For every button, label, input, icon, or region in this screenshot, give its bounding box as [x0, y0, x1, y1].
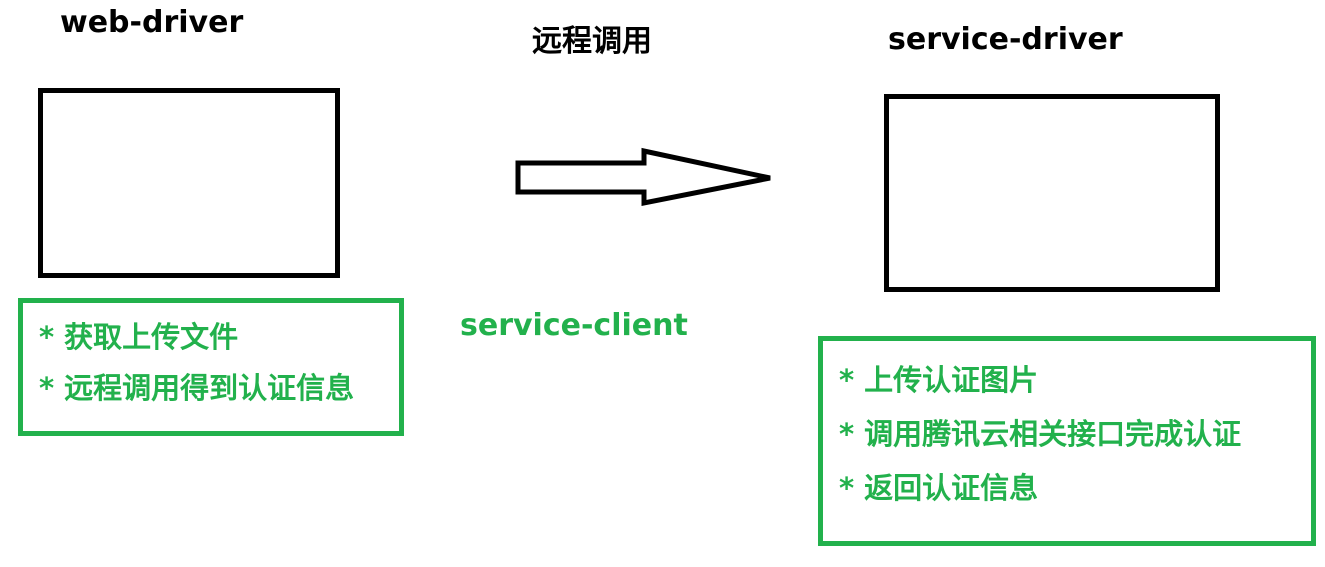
- web-driver-title: web-driver: [60, 5, 244, 40]
- note-text: 返回认证信息: [864, 471, 1039, 505]
- bullet-star: *: [39, 320, 55, 354]
- web-driver-box: [38, 88, 340, 278]
- service-driver-note-item: * 返回认证信息: [839, 474, 1241, 503]
- service-driver-note-item: * 上传认证图片: [839, 366, 1241, 395]
- web-driver-note-item: * 获取上传文件: [39, 323, 354, 352]
- note-text: 获取上传文件: [64, 320, 239, 354]
- service-driver-box: [884, 94, 1220, 292]
- note-text: 远程调用得到认证信息: [64, 371, 355, 405]
- bullet-star: *: [839, 363, 855, 397]
- service-client-label: service-client: [460, 308, 688, 343]
- service-driver-notes-list: * 上传认证图片 * 调用腾讯云相关接口完成认证 * 返回认证信息: [839, 366, 1241, 503]
- remote-call-label: 远程调用: [532, 24, 652, 59]
- note-text: 调用腾讯云相关接口完成认证: [864, 417, 1242, 451]
- bullet-star: *: [39, 371, 55, 405]
- arrow-right-icon: [515, 147, 771, 207]
- service-driver-notes-box: * 上传认证图片 * 调用腾讯云相关接口完成认证 * 返回认证信息: [818, 336, 1316, 546]
- web-driver-notes-list: * 获取上传文件 * 远程调用得到认证信息: [39, 323, 354, 403]
- bullet-star: *: [839, 471, 855, 505]
- service-driver-note-item: * 调用腾讯云相关接口完成认证: [839, 420, 1241, 449]
- service-driver-title: service-driver: [888, 22, 1123, 57]
- arrow-shape: [515, 147, 771, 207]
- bullet-star: *: [839, 417, 855, 451]
- web-driver-notes-box: * 获取上传文件 * 远程调用得到认证信息: [18, 298, 404, 436]
- note-text: 上传认证图片: [864, 363, 1039, 397]
- web-driver-note-item: * 远程调用得到认证信息: [39, 374, 354, 403]
